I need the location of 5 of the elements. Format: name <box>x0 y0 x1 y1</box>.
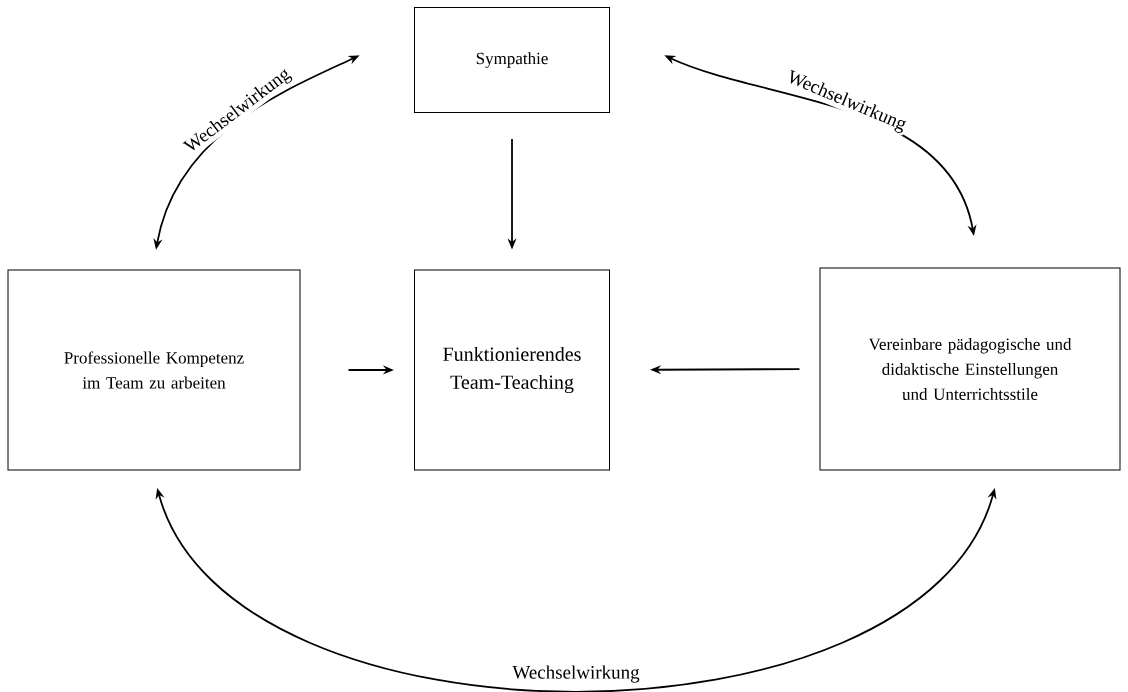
text-box: Vereinbare pädagogische und didaktische Einstellungen und Unterrichtsstile <box>819 267 1121 471</box>
edge-label: Wechselwirkung <box>511 664 641 684</box>
text-box: Sympathie <box>414 7 610 113</box>
text-box: Funktionierendes Team-Teaching <box>414 269 610 471</box>
text-box: Professionelle Kompetenz im Team zu arbeiten <box>7 269 301 471</box>
